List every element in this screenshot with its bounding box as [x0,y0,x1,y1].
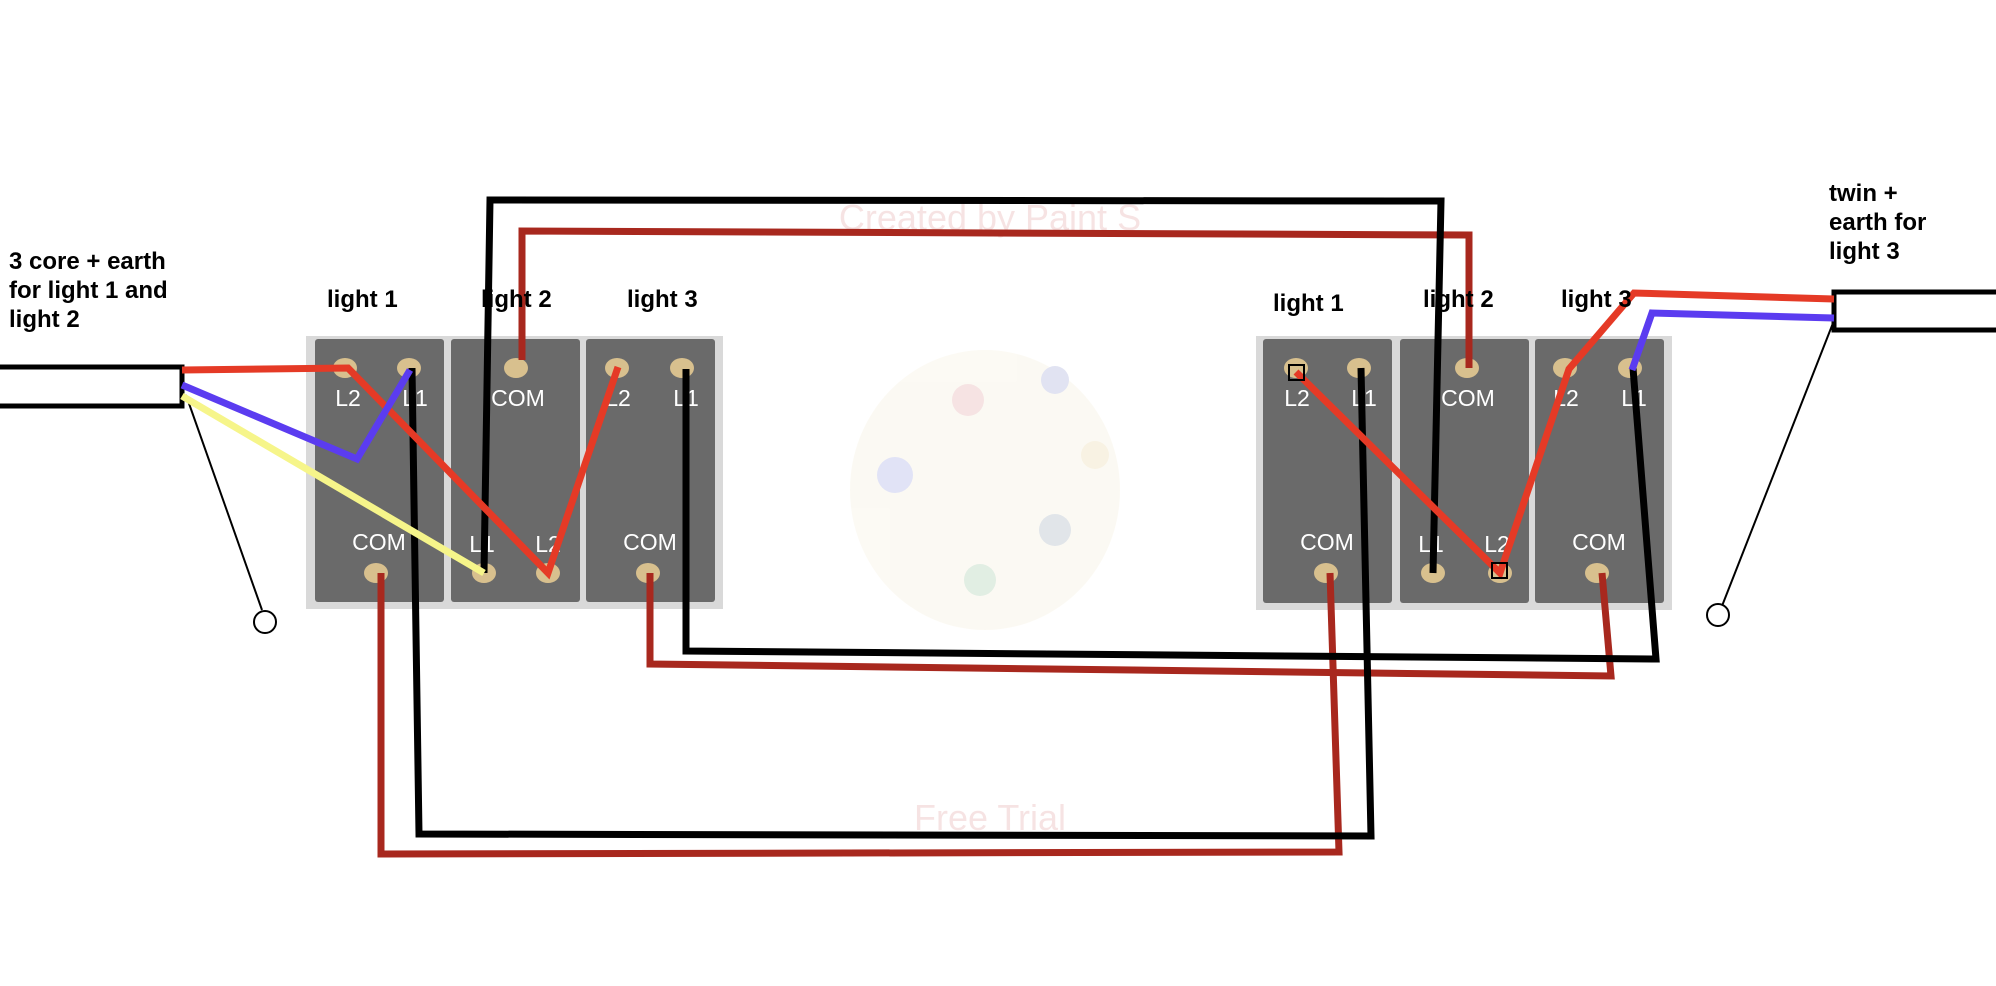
strapper-wire-dark-red-top [518,227,1473,368]
terminal-label: L2 [335,385,361,411]
right-cable [1831,289,1996,333]
terminal-label: COM [1441,385,1495,411]
terminal-screw [1314,563,1338,583]
switched-wire-yellow [180,392,486,577]
link-wire-red-right [1293,289,1835,580]
strapper-wire-black-bottom [408,367,1375,840]
left-earth-terminal [253,610,277,634]
strapper-wire-black-middle [682,367,1660,663]
terminal-label: COM [491,385,545,411]
switched-wire-blue-left [180,368,414,464]
strapper-wire-dark-red-middle [646,572,1615,680]
switch-left-gang-3 [586,339,715,602]
strapper-wire-dark-red-bottom [377,572,1343,858]
terminal-label: COM [623,529,677,555]
terminal-screw [504,358,528,378]
switch-left-gang-1 [315,339,444,602]
terminal-label: L2 [1284,385,1310,411]
terminal-label: COM [1572,529,1626,555]
watermark-bottom-text: Free Trial [914,797,1066,838]
feed-wire-red-left [181,364,622,580]
switched-wire-blue-right [1628,309,1835,372]
terminal-label: COM [1300,529,1354,555]
switch-right-terminal-labels: L2 L1 COM COM L1 L2 L2 L1 COM [1284,385,1647,557]
right-earth-terminal [1706,603,1730,627]
strapper-wire-black-top [480,196,1445,574]
palette-watermark-icon [850,350,1120,630]
left-earth-lead [185,394,277,634]
marker-square [1288,364,1305,381]
watermark: Created by Paint S Free Trial [839,197,1141,838]
switch-left: L2 L1 COM COM L1 L2 L2 L1 COM [306,336,723,609]
terminal-label: COM [352,529,406,555]
left-cable [0,364,185,409]
right-earth-lead [1706,317,1836,627]
marker-square [1491,562,1508,579]
switch-right: L2 L1 COM COM L1 L2 L2 L1 COM [1256,336,1672,610]
wires [180,196,1835,858]
switch-right-gang-3 [1535,339,1664,603]
marker-squares [1288,364,1508,579]
terminal-screw [670,358,694,378]
switch-right-gang-2 [1400,339,1529,603]
terminal-screw [1347,358,1371,378]
